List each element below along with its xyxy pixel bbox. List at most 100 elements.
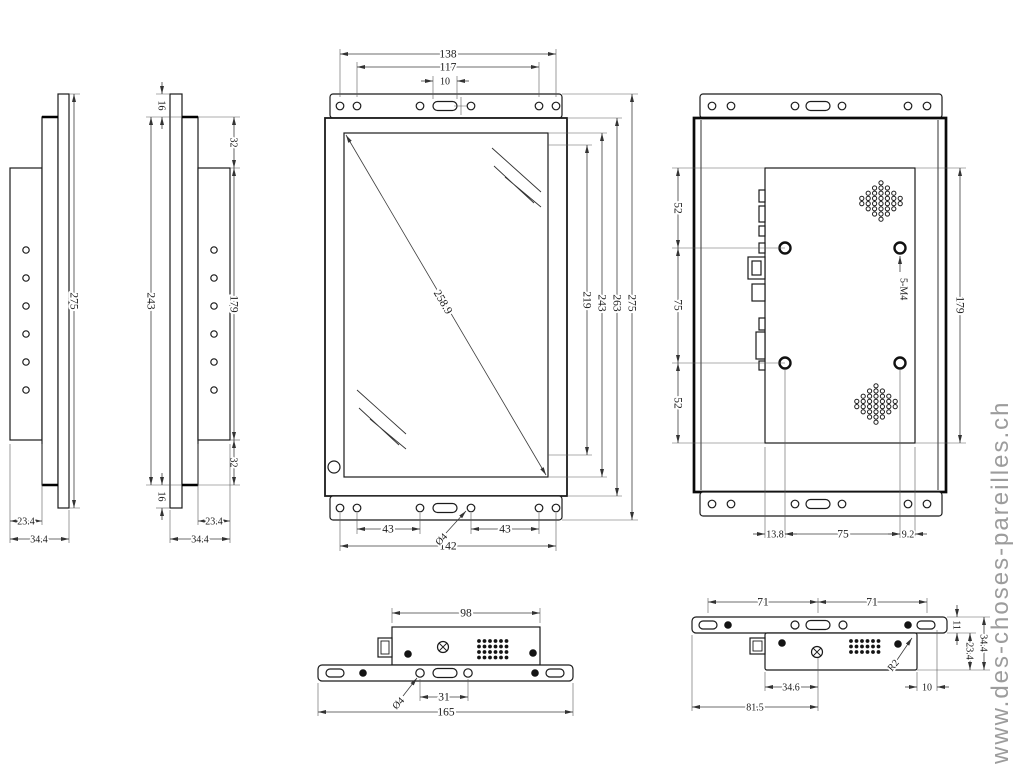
bf-connector bbox=[377, 637, 393, 658]
dim-label: 75 bbox=[837, 529, 849, 541]
dim-front-hole-pitch-right: 43 bbox=[470, 513, 540, 538]
dim-label: 275 bbox=[626, 294, 638, 312]
dim-label: 138 bbox=[439, 49, 457, 61]
callout-thread: 5-M4 bbox=[896, 256, 910, 302]
dim-label: 179 bbox=[954, 296, 966, 314]
dim-label: 75 bbox=[672, 299, 684, 311]
dim-label: 117 bbox=[440, 62, 457, 74]
dim-br-box-depth: 23.4 bbox=[917, 633, 976, 671]
dim-label: 71 bbox=[866, 597, 878, 609]
dim-label: 165 bbox=[437, 707, 455, 719]
dim-label: 43 bbox=[382, 524, 394, 536]
dim-side-b-bracket-height: 179 bbox=[226, 168, 242, 441]
br-screw-head bbox=[810, 645, 824, 659]
dim-bf-box-width: 98 bbox=[391, 606, 541, 623]
dim-label: 98 bbox=[460, 608, 472, 620]
front-bottom-slot bbox=[432, 502, 458, 514]
dim-label: 13.8 bbox=[766, 530, 784, 541]
dim-label: 243 bbox=[596, 294, 608, 312]
dim-label: 31 bbox=[438, 692, 450, 704]
dim-side-b-bottom-flange: 16 bbox=[154, 473, 170, 520]
dim-rear-hole-offset-right: 9.2 bbox=[888, 528, 927, 542]
side-b-mounting-holes bbox=[210, 246, 218, 394]
dim-label: 34.4 bbox=[191, 535, 209, 546]
side-b-frame bbox=[181, 116, 199, 486]
br-screw bbox=[778, 639, 786, 647]
dim-label: 71 bbox=[757, 597, 769, 609]
dim-label: 23.4 bbox=[17, 517, 35, 528]
rear-enclosure-return-edges bbox=[700, 120, 939, 490]
dim-label: 9.2 bbox=[902, 530, 915, 541]
rear-bottom-flange-holes bbox=[707, 498, 932, 510]
dim-rear-board-height: 179 bbox=[915, 167, 968, 444]
front-view: 258.9 138 117 10 219 bbox=[324, 47, 640, 555]
dim-side-b-top-flange: 16 bbox=[146, 82, 182, 129]
bottom-view-rear: R2 71 71 11 23.4 34.4 bbox=[691, 595, 990, 715]
dim-label: 219 bbox=[581, 291, 593, 309]
front-corner-hole bbox=[327, 460, 341, 474]
bf-screw bbox=[529, 649, 537, 657]
vent-hole-cluster-bottom bbox=[854, 383, 898, 425]
dim-label: 16 bbox=[156, 492, 167, 502]
dim-front-active-height: 219 bbox=[548, 144, 595, 456]
dim-side-b-bottom-inset: 32 bbox=[198, 440, 240, 486]
dim-label: 11 bbox=[951, 620, 962, 630]
center-mark bbox=[454, 97, 468, 115]
br-bar-holes bbox=[698, 619, 936, 631]
side-view-b-body bbox=[169, 93, 231, 509]
dim-label: 52 bbox=[672, 397, 684, 409]
side-b-front-panel bbox=[169, 93, 183, 509]
dim-label: 32 bbox=[228, 458, 239, 468]
dim-rear-vesa-pitch-horizontal: 75 bbox=[785, 527, 900, 543]
dim-rear-vesa-top-offset: 52 bbox=[670, 167, 785, 249]
front-top-flange-holes bbox=[335, 97, 561, 115]
dim-front-mount-span-outer: 138 bbox=[339, 47, 557, 97]
power-connector bbox=[751, 283, 766, 302]
br-connector bbox=[749, 637, 766, 655]
dim-rear-vesa-pitch-vertical: 75 bbox=[670, 248, 785, 364]
dim-front-mount-span-bottom: 142 bbox=[339, 513, 557, 555]
dim-rear-vesa-bottom-offset: 52 bbox=[670, 363, 765, 444]
rear-top-flange-holes bbox=[707, 100, 932, 112]
dim-label: 16 bbox=[156, 101, 167, 111]
vent-hole-cluster-top bbox=[859, 180, 903, 222]
bf-vent-grid bbox=[477, 639, 509, 660]
dim-label: 34.4 bbox=[978, 634, 989, 652]
dim-label: 179 bbox=[228, 295, 240, 313]
dim-label: 243 bbox=[145, 292, 157, 310]
dim-front-mount-span-inner: 117 bbox=[356, 60, 540, 97]
dim-label: 34.4 bbox=[30, 535, 48, 546]
dim-label: 52 bbox=[672, 202, 684, 214]
dim-side-a-overall-depth: 34.4 bbox=[10, 510, 70, 547]
dim-front-opening-height: 243 bbox=[548, 132, 610, 478]
front-bottom-flange-holes bbox=[335, 502, 561, 514]
dim-side-a-bracket-depth: 23.4 bbox=[9, 444, 43, 543]
bf-bar-holes bbox=[325, 667, 565, 679]
dim-br-edge-gap: 10 bbox=[905, 630, 949, 695]
dim-br-overall-depth: 34.4 bbox=[963, 616, 990, 671]
rear-top-slot bbox=[805, 100, 831, 112]
dim-label: 43 bbox=[499, 524, 511, 536]
dim-front-hole-pitch-left: 43 bbox=[356, 513, 421, 538]
dim-bf-hole-pitch: 31 bbox=[419, 679, 469, 706]
dim-label: 10 bbox=[922, 683, 932, 694]
side-view-a: 275 23.4 34.4 bbox=[9, 93, 82, 547]
dim-label: 34.6 bbox=[782, 683, 800, 694]
bf-electronics-box bbox=[391, 626, 541, 666]
dim-label: 275 bbox=[68, 292, 80, 310]
dim-label: 32 bbox=[228, 138, 239, 148]
dim-label: 23.4 bbox=[205, 517, 223, 528]
rear-bottom-extension-lines bbox=[764, 369, 916, 538]
dim-label: 263 bbox=[611, 294, 623, 312]
dim-front-slot-width: 10 bbox=[421, 75, 469, 99]
dim-label: 81.5 bbox=[746, 703, 764, 714]
front-top-slot bbox=[432, 100, 458, 112]
br-vent-grid bbox=[849, 639, 881, 654]
dim-label: 5-M4 bbox=[898, 278, 909, 300]
dim-side-b-frame-height: 243 bbox=[143, 117, 182, 486]
dim-front-frame-height: 263 bbox=[567, 117, 625, 497]
watermark: www.des-choses-pareilles.ch bbox=[987, 401, 1014, 765]
dim-br-box-offset: 34.6 bbox=[764, 658, 819, 695]
